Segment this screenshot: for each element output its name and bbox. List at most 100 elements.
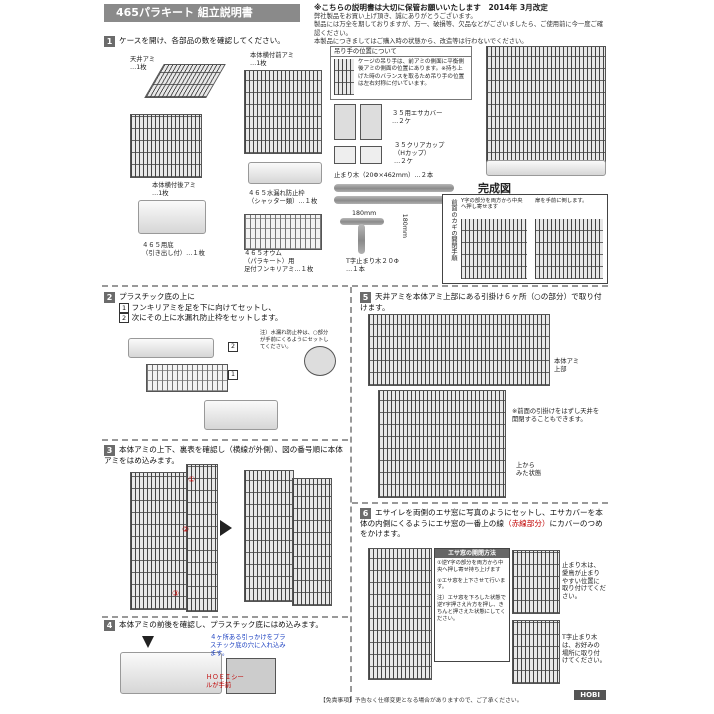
step3-mesh-side	[186, 464, 218, 612]
handle-position-box: 吊り手の位置について ケージの吊り手は、前アミの側面に平衡側後アミの側面の位置に…	[330, 46, 472, 100]
top-mesh-image	[144, 64, 226, 98]
back-mesh-image	[130, 114, 202, 178]
step2-tray-image	[204, 400, 278, 430]
step6-tperch-note: T字止まり木は、お好みの場所に取り付けてください。	[562, 634, 606, 665]
step4-note-2: ＨＯＥＩシールが手前	[206, 674, 244, 689]
step3-num-2: ②	[182, 525, 190, 534]
brand-logo: HOBI	[574, 690, 606, 700]
step5-divider	[352, 502, 608, 504]
step6-door-box: エサ窓の開閉方法 ①逆Y字の部分を両方から中央へ押し寄せ持ち上げます ②エサ窓を…	[434, 548, 510, 662]
step4-note-1: ４ヶ所ある引っかけをプラスチック底の穴に入れ込みます。	[210, 634, 286, 657]
step2-sub2: 次にその上に水漏れ防止枠をセットします。	[131, 313, 283, 322]
step4-tray-image	[120, 652, 222, 694]
step2-number: 2	[104, 292, 115, 303]
shield-frame-image	[248, 162, 322, 184]
step4-hook-photo	[226, 658, 276, 694]
step5-text: 天井アミを本体アミ上部にある引掛け６ヶ所（○の部分）で取り付けます。	[360, 292, 602, 312]
part-shield-label: ４６５水漏れ防止枠 （シャッター類）…１枚	[248, 190, 318, 205]
step3-result-front	[244, 470, 294, 602]
step3-num-3: ③	[172, 589, 180, 598]
door-photo-1	[461, 219, 527, 279]
step3-divider	[102, 616, 348, 618]
front-mesh-image	[244, 70, 322, 154]
step6-number: 6	[360, 508, 371, 519]
step1-text: ケースを開け、各部品の数を確認してください。	[119, 36, 285, 45]
part-cup-label: ３５用エサカバー …２ケ	[392, 110, 443, 125]
step5-top-mesh	[368, 314, 550, 386]
step6-window-photo	[368, 548, 432, 680]
perch-image-2	[334, 196, 454, 204]
step2-divider	[102, 439, 348, 441]
step5-topview	[378, 390, 506, 498]
step6-text-2: にカバーのつめをかけます。	[360, 519, 603, 538]
step5-label-1: 本体アミ 上部	[554, 358, 580, 373]
handle-mesh-image	[334, 59, 354, 95]
step3-result-side	[292, 478, 332, 606]
page-title: 465パラキート 組立説明書	[104, 4, 300, 22]
complete-label: 完成図	[478, 182, 511, 195]
step3-mesh-left	[130, 472, 188, 610]
step3-number: 3	[104, 445, 115, 456]
tperch-stem-image	[358, 224, 365, 254]
part-grate-label: ４６５オウム （パラキート）用 足付フンキリアミ…１枚	[244, 250, 314, 273]
step6-text-red: （赤線部分）	[503, 519, 550, 528]
part-front-label: 本体横付前アミ …1枚	[250, 52, 294, 67]
column-divider	[350, 287, 352, 702]
completed-cage-image	[486, 46, 606, 166]
step2-text: プラスチック底の上に	[119, 292, 195, 301]
notice-block: ※こちらの説明書は大切に保管お願いいたします 2014年 3月改定 弊社製品をお…	[314, 3, 604, 47]
step6-perch-photo-1	[512, 550, 560, 614]
step6-door-title: エサ窓の開閉方法	[435, 549, 509, 558]
section-divider	[102, 285, 608, 287]
clear-cup-image-1	[334, 146, 356, 164]
part-tray-label: ４６５用底 （引き出し付）…１枚	[142, 242, 205, 257]
step2-sub2-num: 2	[119, 313, 130, 323]
step2-callout-1: 1	[228, 370, 239, 380]
step4-heading: 4 本体アミの前後を確認し、プラスチック底にはめ込みます。	[104, 620, 344, 631]
notice-line-4: 本製品につきましてはご購入時の状態から、改造等は行わないでください。	[314, 38, 528, 46]
completed-cage-base	[486, 160, 606, 176]
step5-label-3: 上から みた状態	[516, 462, 542, 477]
step5-label-2: ※前面の引掛けをはずし天井を開閉することもできます。	[512, 408, 600, 423]
step2-note: 注）水漏れ防止枠は、○部分が手前にくるようにセットしてください。	[260, 330, 329, 350]
tperch-dim2-label: 180mm	[401, 213, 409, 239]
step3-num-1: ①	[188, 475, 196, 484]
notice-line-2: 弊社製品をお買い上げ頂き、誠にありがとうございます。	[314, 12, 477, 20]
instruction-sheet: 465パラキート 組立説明書 ※こちらの説明書は大切に保管お願いいたします 20…	[102, 2, 608, 708]
step6-text: エサイレを両側のエサ窓に写真のようにセットし、エサカバーを本体の内側にくるように…	[360, 508, 603, 528]
step6-door-3: 注）エサ窓を下ろした状態で逆Y字押さえ片方を押し、きちんと押さえた状態にしてくだ…	[437, 595, 506, 622]
step6-door-1: ①逆Y字の部分を両方から中央へ押し寄せ持ち上げます	[437, 560, 504, 573]
step6-perch-note: 止まり木は、愛鳥が止まりやすい位置に取り付けてください。	[562, 562, 606, 601]
step6-perch-photo-2	[512, 620, 560, 684]
step2-shield-image	[128, 338, 214, 358]
step2-callout-2: 2	[228, 342, 239, 352]
part-tperch-label: T字止まり木２０Φ …１本	[346, 258, 399, 273]
notice-line-3: 製品には万全を期しておりますが、万一、破損等、欠品などがございましたら、ご使用前…	[314, 21, 604, 37]
step2-heading: 2 プラスチック底の上に 1 フンキリアミを足を下に向けてセットし、 2 次にその…	[104, 292, 344, 323]
handle-box-text: ケージの吊り手は、前アミの側面に平衡側後アミの側面の位置にあります。※持ち上げた…	[358, 59, 465, 88]
part-clearcup-label: ３５クリアカップ （Hカップ） …２ケ	[394, 142, 445, 165]
step2-sub1: フンキリアミを足を下に向けてセットし、	[131, 303, 276, 312]
step4-number: 4	[104, 620, 115, 631]
door-photo-2	[535, 219, 603, 279]
step3-text: 本体アミの上下、裏表を確認し（横線が外側）、図の番号順に本体アミをはめ込みます。	[104, 445, 343, 465]
step5-number: 5	[360, 292, 371, 303]
notice-line-1: ※こちらの説明書は大切に保管お願いいたします 2014年 3月改定	[314, 3, 548, 12]
step2-sub1-num: 1	[119, 303, 130, 313]
door-procedure-box: 前面のカギの開閉手順 Y字の部分を両方から中央へ押し寄せます 扉を手前に倒します…	[442, 194, 608, 284]
door-step-1: Y字の部分を両方から中央へ押し寄せます	[461, 198, 523, 211]
step4-text: 本体アミの前後を確認し、プラスチック底にはめ込みます。	[119, 620, 323, 629]
perch-image-1	[334, 184, 454, 192]
step1-number: 1	[104, 36, 115, 47]
handle-box-title: 吊り手の位置について	[331, 47, 471, 57]
part-back-label: 本体横付後アミ …1枚	[152, 182, 196, 197]
tperch-bar-image	[340, 218, 384, 225]
clear-cup-image-2	[360, 146, 382, 164]
tperch-dim-label: 180mm	[352, 210, 377, 217]
front-door-label: 前面のカギの開閉手順	[450, 199, 457, 261]
step6-door-2: ②エサ窓を上下させて行います。	[437, 577, 506, 591]
cup-cover-image-1	[334, 104, 356, 140]
